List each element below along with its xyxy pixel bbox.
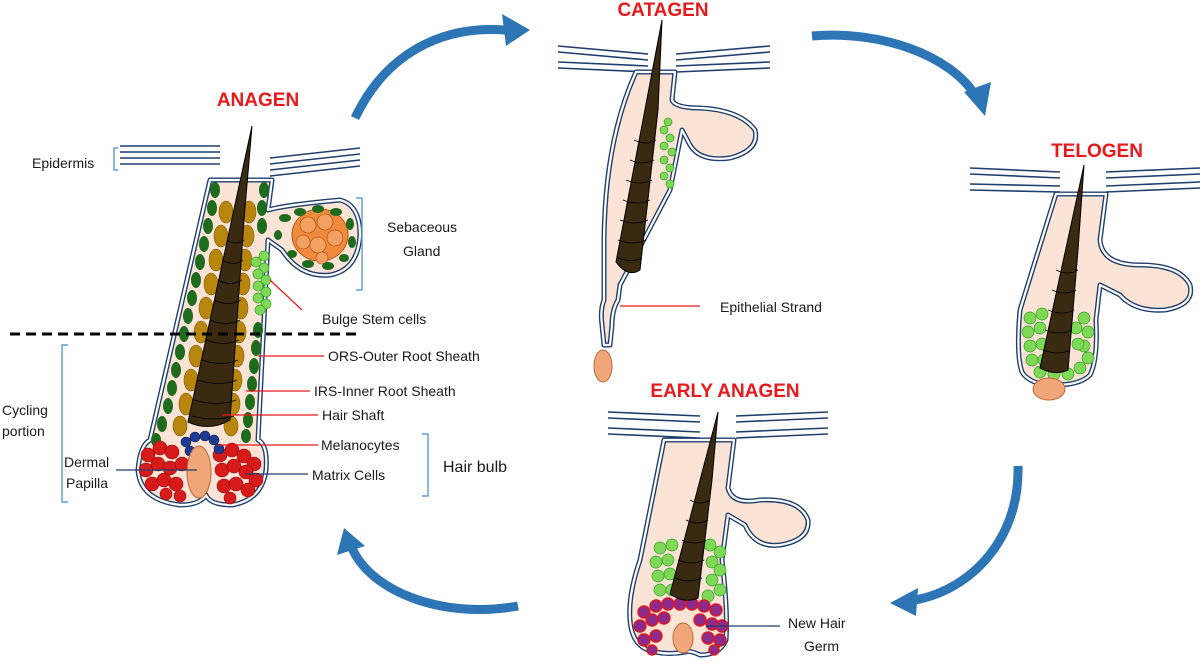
label-dermal-1: Dermal — [64, 454, 109, 470]
early-anagen-dermal-papilla — [672, 622, 694, 654]
catagen-dermal-papilla — [593, 349, 613, 383]
label-cycling-2: portion — [2, 423, 45, 439]
arrowhead-3 — [890, 588, 918, 616]
anagen-ors-cells — [151, 182, 269, 447]
label-matrix-cells: Matrix Cells — [312, 467, 385, 483]
anagen-follicle — [120, 125, 363, 508]
stage-title-catagen: CATAGEN — [617, 0, 708, 21]
anagen-sebaceous-ring — [274, 205, 356, 270]
anagen-epidermis — [120, 145, 361, 177]
anagen-dermal-papilla — [186, 445, 212, 499]
arrow-catagen-to-telogen — [811, 30, 979, 98]
anagen-bulge-cells — [250, 250, 272, 316]
arrowhead-4 — [337, 528, 365, 555]
arrow-anagen-to-catagen — [350, 24, 506, 120]
label-melanocytes: Melanocytes — [321, 437, 400, 453]
telogen-epidermis — [969, 167, 1200, 193]
label-new-hair-1: New Hair — [788, 615, 846, 631]
label-irs: IRS-Inner Root Sheath — [314, 383, 456, 399]
catagen-follicle: Epithelial Strand — [557, 19, 822, 383]
catagen-bulge-cells — [659, 117, 677, 189]
arrow-early-anagen-to-anagen — [347, 546, 519, 614]
anagen-hair-shaft — [187, 125, 253, 427]
label-hair-shaft: Hair Shaft — [322, 407, 384, 423]
early-anagen-follicle: New Hair Germ — [607, 411, 846, 658]
telogen-follicle — [969, 164, 1200, 401]
arrowhead-2 — [964, 82, 991, 116]
arrow-telogen-to-early-anagen — [914, 465, 1023, 605]
label-ors: ORS-Outer Root Sheath — [328, 348, 480, 364]
stage-title-early-anagen: EARLY ANAGEN — [650, 381, 799, 402]
telogen-hair-shaft — [1039, 164, 1085, 374]
label-epithelial-strand: Epithelial Strand — [720, 299, 822, 315]
anagen-sebaceous-gland — [291, 208, 349, 265]
label-sebaceous-1: Sebaceous — [387, 219, 457, 235]
label-dermal-2: Papilla — [66, 475, 108, 491]
label-hair-bulb: Hair bulb — [443, 459, 507, 476]
label-bulge-stem-cells: Bulge Stem cells — [322, 311, 426, 327]
early-anagen-hair-shaft — [669, 411, 719, 601]
stage-title-telogen: TELOGEN — [1051, 141, 1143, 162]
early-anagen-epidermis — [607, 411, 829, 439]
label-epidermis: Epidermis — [32, 155, 94, 171]
anagen-labels: Epidermis Sebaceous Gland Bulge Stem cel… — [2, 147, 507, 503]
catagen-hair-shaft — [615, 19, 663, 274]
cycle-arrows — [337, 14, 1023, 616]
early-anagen-bulge-cells — [649, 538, 727, 603]
anagen-matrix-cells — [138, 440, 264, 505]
label-new-hair-2: Germ — [804, 638, 839, 654]
catagen-epidermis — [557, 45, 771, 73]
label-sebaceous-2: Gland — [403, 243, 440, 259]
arrowhead-1 — [502, 14, 530, 46]
telogen-dermal-papilla — [1032, 377, 1066, 401]
label-cycling-1: Cycling — [2, 402, 48, 418]
anagen-melanocytes — [180, 430, 225, 457]
stage-title-anagen: ANAGEN — [217, 90, 299, 111]
